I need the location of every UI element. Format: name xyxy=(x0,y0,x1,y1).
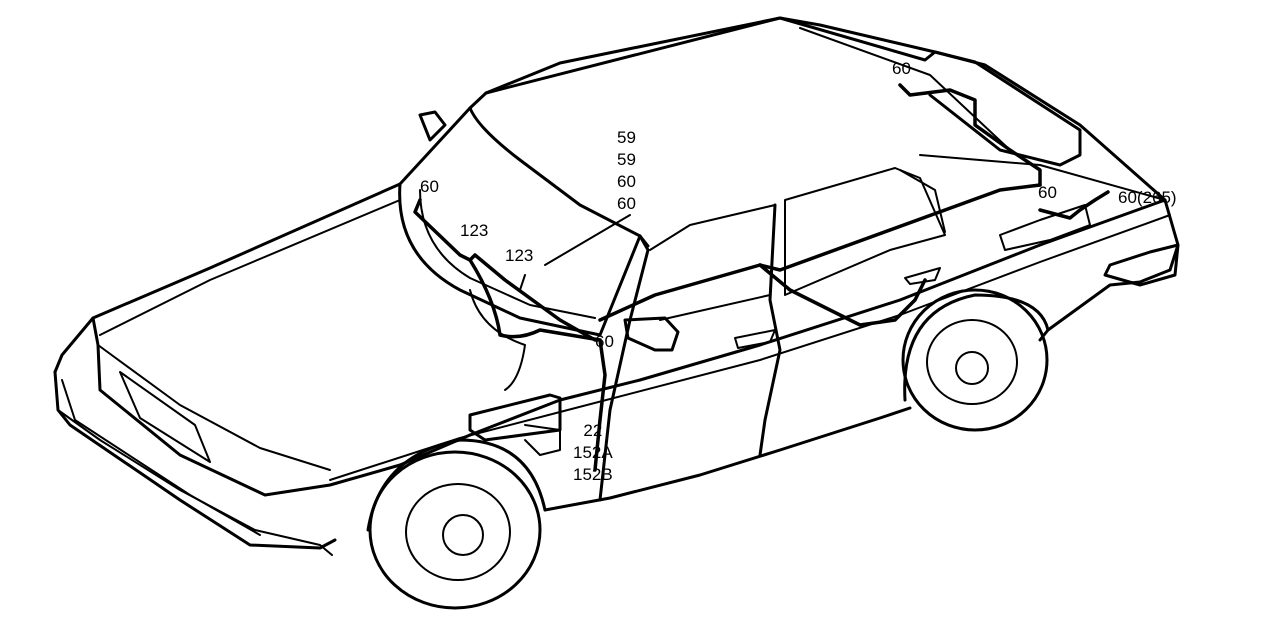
leader-center xyxy=(544,214,631,266)
rear-light xyxy=(999,204,1091,251)
callout-rear-window: 60 xyxy=(892,59,911,78)
fender-front xyxy=(469,289,526,391)
rear-handle xyxy=(904,267,941,285)
callout-rear-light-b: 60(265) xyxy=(1118,188,1177,207)
grille xyxy=(97,344,331,471)
callout-front-123-a: 123 xyxy=(460,221,489,240)
callout-center-stack-item: 60 xyxy=(617,172,636,191)
rear-arch xyxy=(903,293,1050,402)
hood xyxy=(91,316,472,497)
callout-front-123-b: 123 xyxy=(505,246,534,265)
side-crease xyxy=(329,214,1171,481)
rear-quarter-window xyxy=(899,169,946,233)
wiper xyxy=(418,110,447,142)
body-outline xyxy=(53,16,1180,374)
callout-center-stack-item: 60 xyxy=(617,194,636,213)
harness-main-roof xyxy=(598,183,1042,322)
callout-center-stack-item: 59 xyxy=(617,128,636,147)
harness-door xyxy=(593,338,607,472)
harness-center xyxy=(758,263,927,327)
trunk-line xyxy=(919,154,1166,201)
leader-123b xyxy=(519,274,526,291)
front-arch xyxy=(366,438,547,532)
harness-rear-window xyxy=(898,83,1042,187)
callout-front-left: 60 xyxy=(420,177,439,196)
harness-rear-light xyxy=(1038,190,1110,220)
front-bumper xyxy=(61,379,261,536)
callout-center-stack: 59 59 60 60 xyxy=(617,127,636,215)
callout-rear-light-a: 60 xyxy=(1038,183,1057,202)
hood-crease xyxy=(99,199,401,336)
door-window-rear xyxy=(784,167,946,296)
callout-door-stack-item: 152A xyxy=(573,443,613,462)
engine-bay-box-side xyxy=(524,424,561,456)
harness-front-lower xyxy=(468,258,602,342)
roof-top xyxy=(484,16,937,95)
callout-mirror: 60 xyxy=(595,332,614,351)
callout-door-stack-item: 152B xyxy=(573,465,613,484)
spoiler xyxy=(928,50,1082,167)
callout-door-stack-item: 22 xyxy=(583,421,603,440)
rear-wheel xyxy=(901,288,1049,432)
front-lower xyxy=(57,409,333,556)
door-window-front xyxy=(649,204,776,321)
headlight xyxy=(119,371,211,463)
door-handle xyxy=(734,329,776,349)
callout-door-stack: 22 152A 152B xyxy=(573,420,613,486)
windshield-inner xyxy=(419,189,596,319)
roof-outline xyxy=(468,106,650,248)
callout-center-stack-item: 59 xyxy=(617,150,636,169)
windshield xyxy=(398,182,642,337)
front-wheel xyxy=(368,450,542,610)
harness-front-left xyxy=(413,198,597,342)
roof-rear-edge xyxy=(799,27,1011,151)
rear-bumper xyxy=(1103,243,1180,287)
front-face xyxy=(53,370,337,550)
mirror xyxy=(623,316,680,352)
